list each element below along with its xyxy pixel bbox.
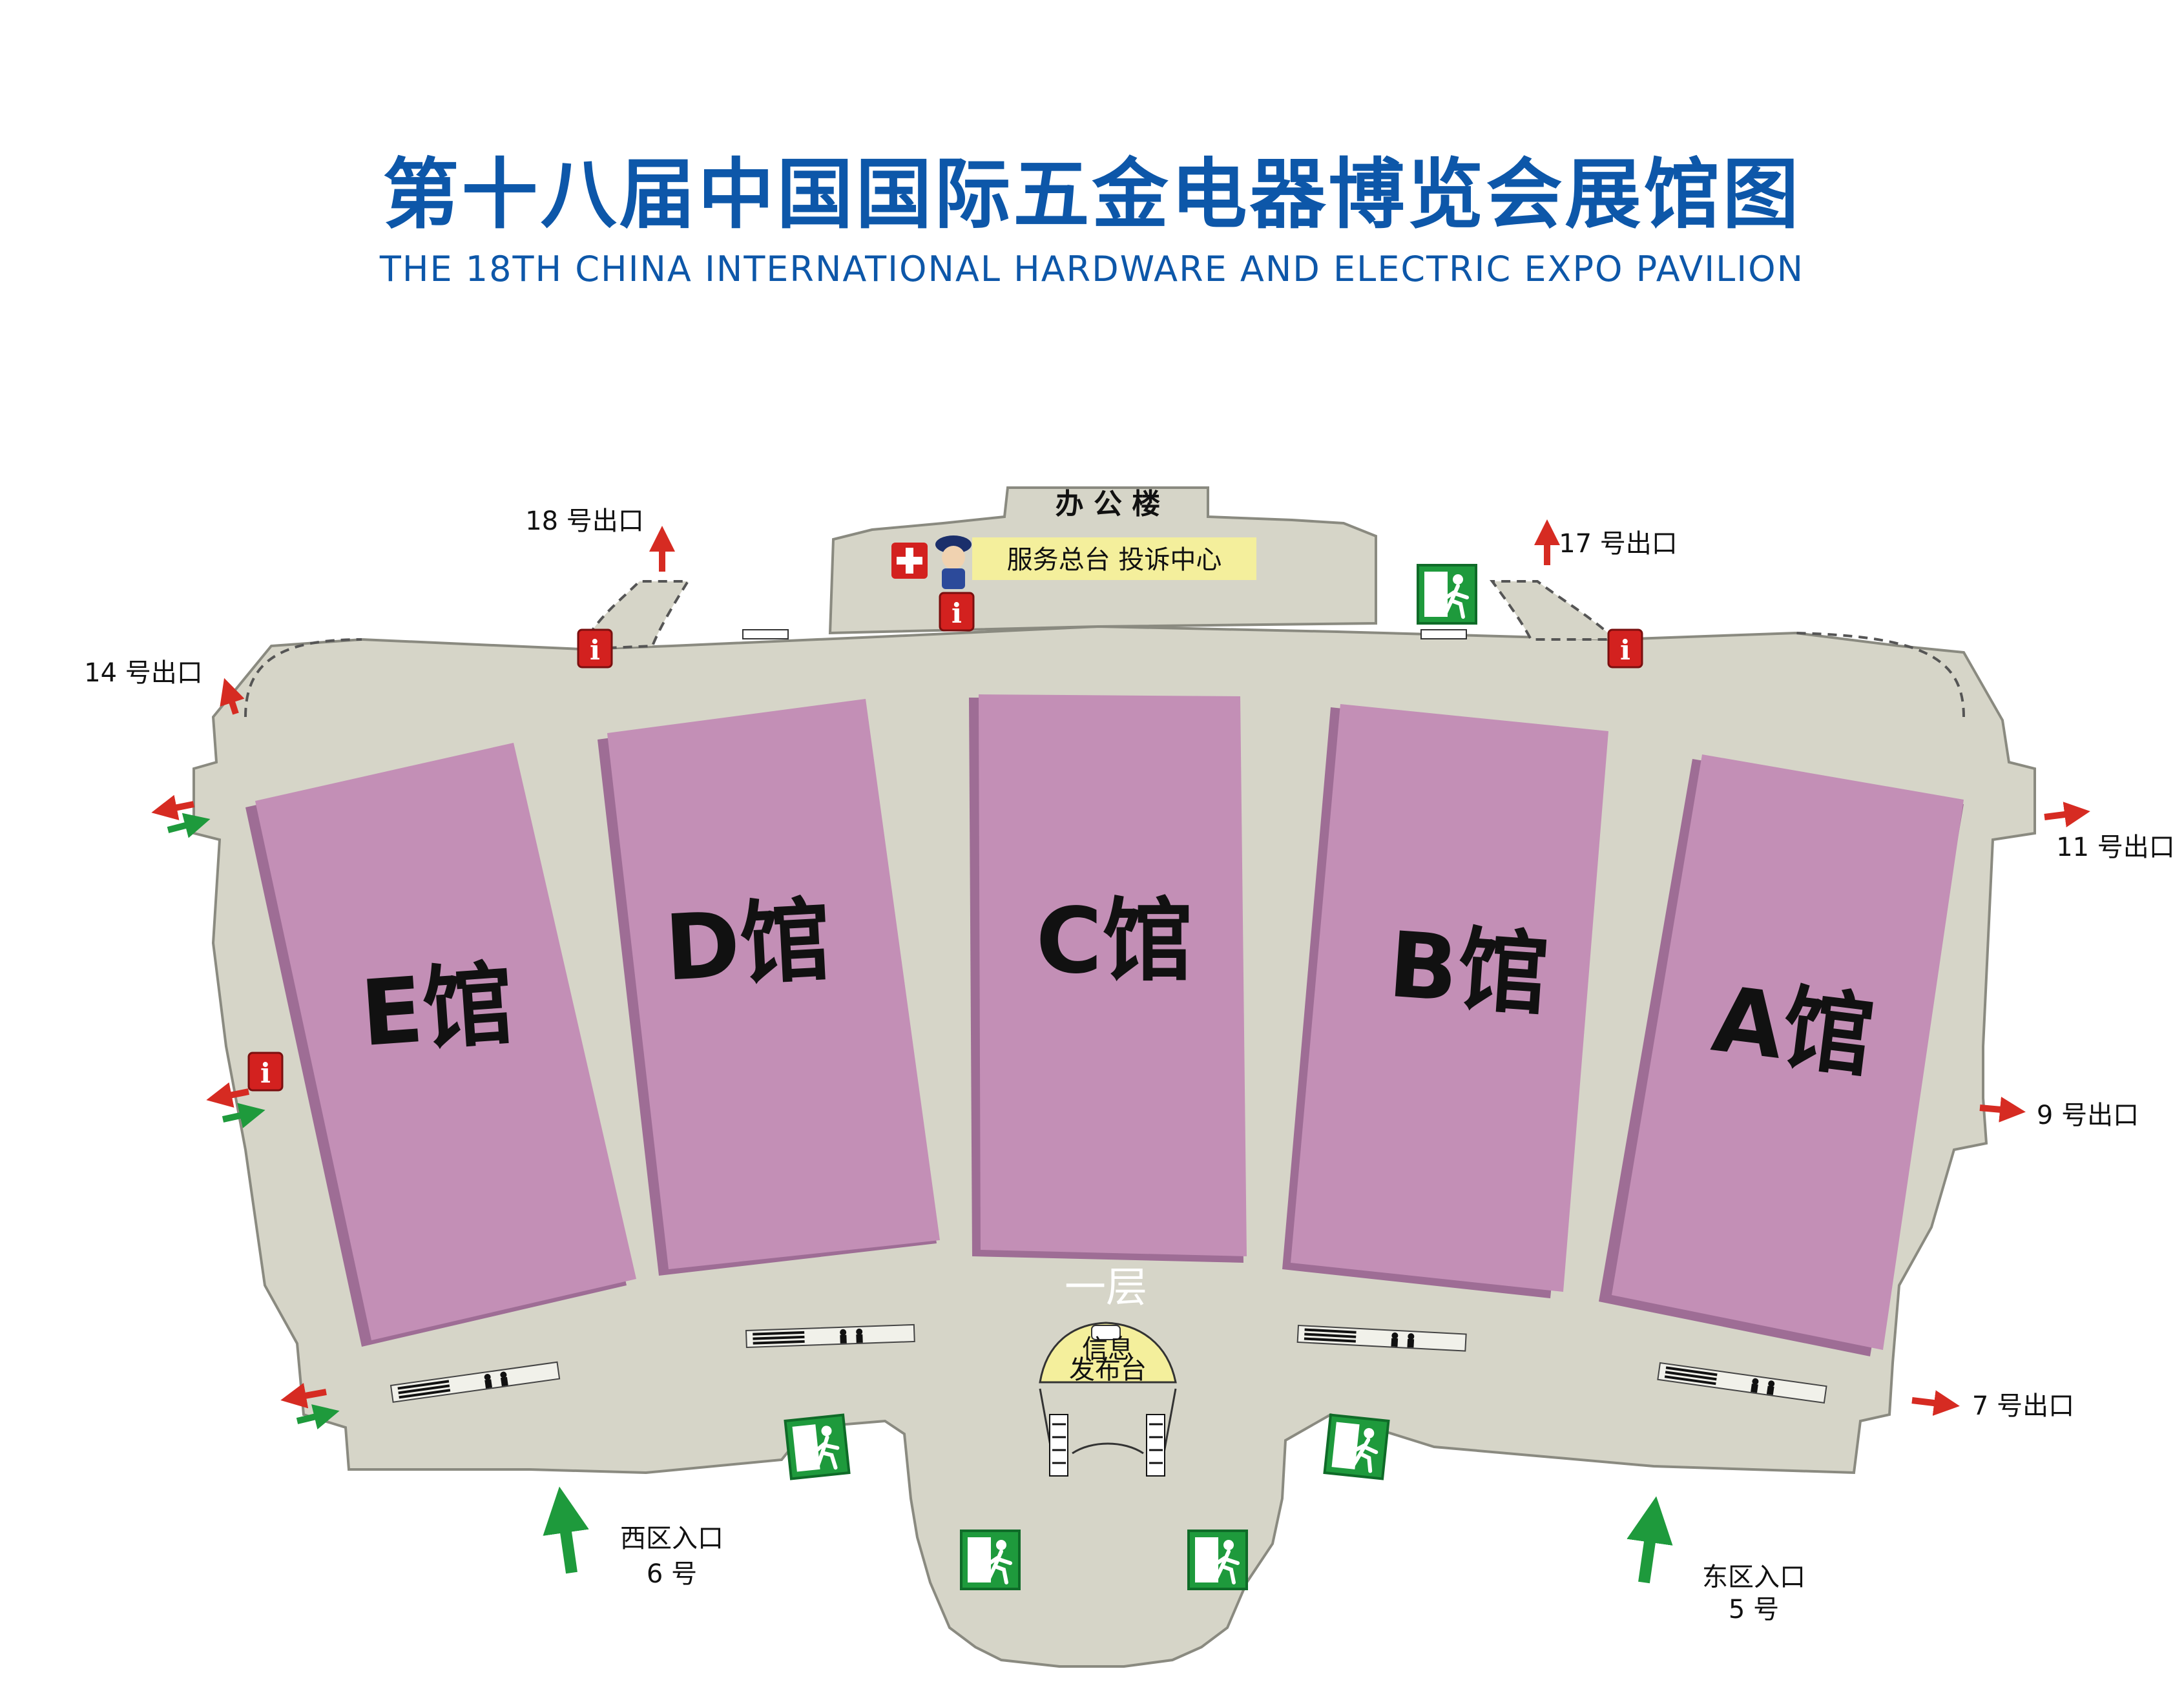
side-exit-arrow bbox=[280, 1383, 327, 1409]
hall-D[interactable]: D馆 bbox=[598, 699, 940, 1276]
info-icon bbox=[939, 592, 975, 632]
east-entrance-number: 5 号 bbox=[1729, 1595, 1779, 1624]
info-icon bbox=[247, 1052, 284, 1092]
hall-E-label: E馆 bbox=[357, 951, 516, 1067]
east-entrance-label: 东区入口 bbox=[1702, 1562, 1805, 1592]
police-mascot-icon bbox=[935, 535, 972, 589]
hall-A[interactable]: A馆 bbox=[1599, 754, 1964, 1356]
side-exit-arrow bbox=[151, 794, 194, 820]
west-entrance-label: 西区入口 bbox=[620, 1524, 723, 1553]
map-subtitle: THE 18TH CHINA INTERNATIONAL HARDWARE AN… bbox=[379, 249, 1805, 289]
emergency-exit-icon bbox=[1325, 1415, 1389, 1479]
exit-11-arrow bbox=[2044, 802, 2090, 827]
info-stand-line1: 信息 bbox=[1082, 1334, 1134, 1364]
exit-14-label: 14 号出口 bbox=[84, 658, 203, 688]
info-stand-line2: 发布台 bbox=[1069, 1355, 1147, 1385]
exit-7-arrow bbox=[1911, 1390, 1960, 1416]
first-aid-icon bbox=[891, 543, 928, 579]
hall-C[interactable]: C馆 bbox=[969, 694, 1247, 1263]
info-icon bbox=[1607, 628, 1643, 669]
west-entrance-arrow bbox=[543, 1486, 589, 1574]
floor-label: 一层 bbox=[1065, 1264, 1147, 1312]
side-entry-arrow bbox=[167, 813, 211, 838]
emergency-exit-icon bbox=[961, 1531, 1019, 1589]
east-entrance-arrow bbox=[1627, 1496, 1673, 1584]
service-desk-label: 服务总台 投诉中心 bbox=[1007, 545, 1222, 575]
office-building-label: 办 公 楼 bbox=[1056, 488, 1161, 521]
exit-9-arrow bbox=[1979, 1096, 2026, 1123]
exit-14-arrow bbox=[220, 678, 245, 715]
hall-B[interactable]: B馆 bbox=[1282, 704, 1608, 1298]
hall-D-label: D馆 bbox=[662, 887, 833, 1001]
emergency-exit-icon bbox=[1418, 565, 1476, 623]
emergency-exit-icon bbox=[785, 1415, 849, 1479]
info-icon bbox=[577, 628, 613, 669]
exit-11-label: 11 号出口 bbox=[2056, 833, 2175, 862]
hall-C-label: C馆 bbox=[1036, 889, 1193, 994]
side-exit-arrow bbox=[206, 1082, 249, 1108]
map-title: 第十八届中国国际五金电器博览会展馆图 bbox=[382, 149, 1802, 239]
hall-E[interactable]: E馆 bbox=[245, 743, 636, 1347]
side-entry-arrow bbox=[296, 1404, 340, 1430]
hall-B-label: B馆 bbox=[1386, 913, 1552, 1029]
west-entrance-number: 6 号 bbox=[647, 1559, 697, 1589]
exit-7-label: 7 号出口 bbox=[1972, 1391, 2074, 1421]
emergency-exit-icon bbox=[1189, 1531, 1247, 1589]
info-stand: 信息 发布台 bbox=[1039, 1322, 1177, 1477]
exit-18-label: 18 号出口 bbox=[525, 506, 644, 536]
exit-17-label: 17 号出口 bbox=[1559, 529, 1678, 559]
side-entry-arrow bbox=[222, 1103, 265, 1128]
exit-9-label: 9 号出口 bbox=[2037, 1101, 2139, 1130]
service-desk bbox=[972, 537, 1256, 580]
hall-A-label: A馆 bbox=[1707, 967, 1879, 1091]
